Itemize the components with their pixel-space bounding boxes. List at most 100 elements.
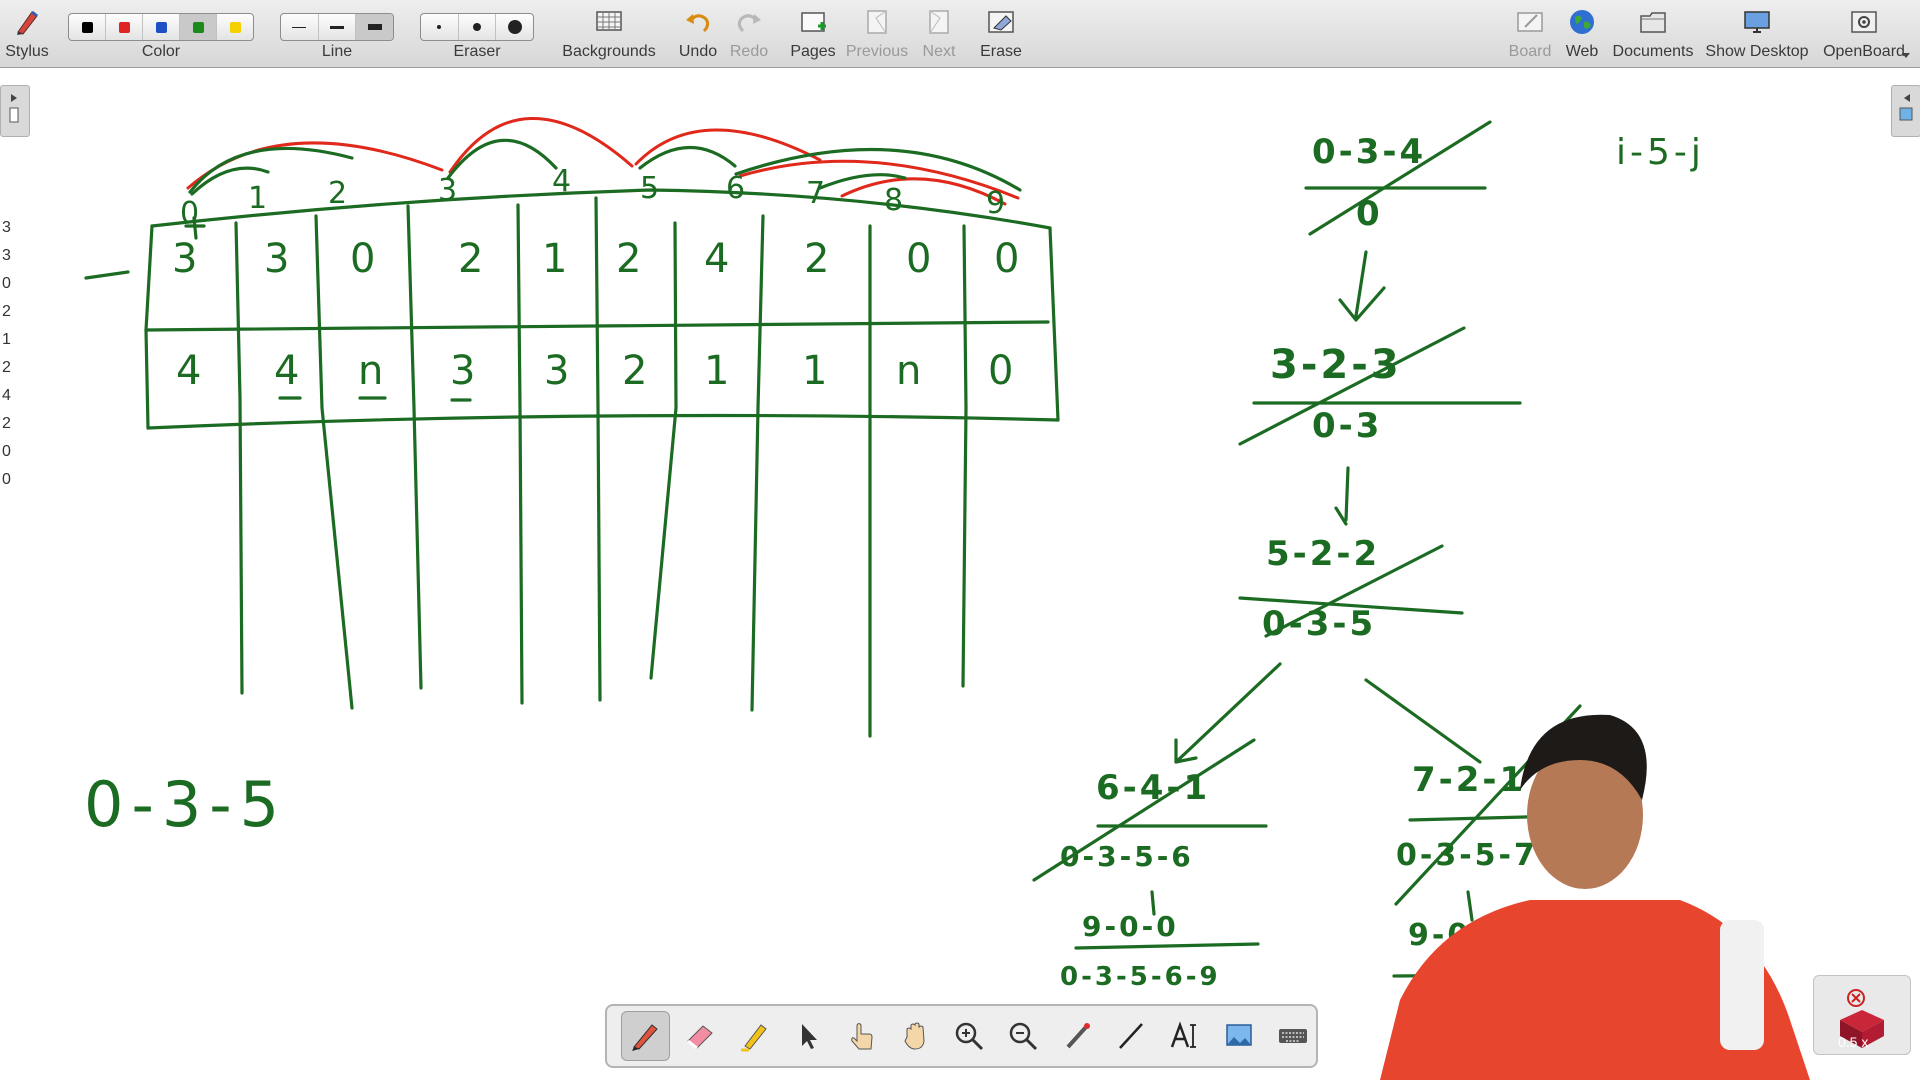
index-label: 2 — [328, 176, 348, 211]
previous-button[interactable]: Previous — [844, 0, 910, 66]
zoom-in-button[interactable] — [946, 1012, 993, 1060]
library-toggle-icon — [9, 94, 19, 123]
chevron-down-icon — [1902, 53, 1910, 58]
color-green[interactable] — [180, 14, 217, 40]
eraser-group: Eraser — [420, 0, 534, 66]
line-medium[interactable] — [319, 14, 357, 40]
line-width-picker[interactable] — [280, 13, 394, 41]
array-cell: 1 — [704, 348, 730, 394]
marker-tool-button[interactable] — [731, 1012, 778, 1060]
web-button[interactable]: Web — [1560, 0, 1604, 66]
line-thick[interactable] — [356, 14, 393, 40]
side-value: 3 — [2, 247, 11, 264]
swatch-4 — [229, 21, 241, 33]
eraser-large[interactable] — [496, 14, 533, 40]
jump-arc-red — [448, 117, 634, 174]
tree-edge — [1150, 890, 1156, 916]
presenter-webcam — [1380, 714, 1810, 1080]
ink-strokes — [84, 117, 1582, 978]
table-right-edge — [1048, 226, 1060, 422]
color-yellow[interactable] — [217, 14, 253, 40]
left-library-handle[interactable] — [0, 85, 30, 137]
undo-button[interactable]: Undo — [675, 0, 721, 66]
color-blue[interactable] — [143, 14, 180, 40]
recording-badge[interactable]: 0.5 x — [1813, 975, 1911, 1055]
pages-icon — [801, 12, 826, 32]
swatch-0 — [81, 21, 93, 33]
line-label: Line — [321, 43, 353, 60]
line-tool-button[interactable] — [1108, 1012, 1155, 1060]
text-tool-button[interactable] — [1161, 1012, 1208, 1060]
eraser-size-picker[interactable] — [420, 13, 534, 41]
path-note: 0-3-5 — [84, 768, 288, 841]
index-label: 5 — [640, 171, 660, 206]
color-red[interactable] — [106, 14, 143, 40]
laser-pointer-button[interactable] — [1054, 1012, 1101, 1060]
openboard-menu-button[interactable]: OpenBoard — [1818, 0, 1910, 66]
array-cell: 2 — [804, 236, 830, 282]
recorder-icon — [1840, 989, 1884, 1048]
pen-tool-button[interactable] — [621, 1011, 670, 1061]
openboard-label: OpenBoard — [1823, 43, 1905, 60]
zoom-out-button[interactable] — [1000, 1012, 1047, 1060]
backgrounds-label: Backgrounds — [562, 43, 656, 60]
tree-node-top: 3-2-3 — [1270, 342, 1402, 388]
eraser-medium[interactable] — [459, 14, 497, 40]
line-thin[interactable] — [281, 14, 319, 40]
eraser-small[interactable] — [421, 14, 459, 40]
text-icon — [1170, 1021, 1196, 1048]
next-button[interactable]: Next — [916, 0, 962, 66]
swatch-1 — [118, 21, 130, 33]
interact-tool-button[interactable] — [838, 1012, 885, 1060]
stylus-icon — [17, 10, 38, 35]
zoom-in-icon — [956, 1022, 984, 1051]
array-cell: 1 — [802, 348, 828, 394]
pages-button[interactable]: Pages — [788, 0, 838, 66]
line-icon — [1119, 1023, 1143, 1049]
jump-arc-green — [190, 166, 270, 196]
laser-pointer-icon — [1066, 1023, 1091, 1049]
selector-tool-button[interactable] — [785, 1012, 832, 1060]
board-button[interactable]: Board — [1505, 0, 1555, 66]
web-label: Web — [1565, 43, 1599, 60]
undo-icon — [686, 14, 710, 33]
redo-button[interactable]: Redo — [726, 0, 772, 66]
tree-edge — [1466, 890, 1474, 922]
show-desktop-label: Show Desktop — [1705, 43, 1809, 60]
erase-button[interactable]: Erase — [976, 0, 1026, 66]
strike — [1308, 120, 1492, 236]
side-value: 1 — [2, 331, 11, 348]
show-desktop-button[interactable]: Show Desktop — [1702, 0, 1812, 66]
pen-icon — [632, 1024, 659, 1051]
array-cell: 2 — [458, 236, 484, 282]
array-cell: 0 — [988, 348, 1014, 394]
array-cell: 0 — [350, 236, 376, 282]
col-divider — [961, 224, 968, 688]
redo-label: Redo — [729, 43, 769, 60]
table-bottom-edge — [146, 413, 1060, 430]
stylus-button[interactable]: Stylus — [2, 0, 52, 66]
color-picker[interactable] — [68, 13, 254, 41]
eraser-tool-button[interactable] — [677, 1012, 724, 1060]
backgrounds-button[interactable]: Backgrounds — [560, 0, 658, 66]
index-label: 7 — [806, 176, 826, 211]
erase-icon — [988, 11, 1014, 33]
side-value: 3 — [2, 219, 11, 236]
color-black[interactable] — [69, 14, 106, 40]
whiteboard-canvas[interactable]: 3 3 0 2 1 2 4 2 0 0 — [0, 68, 1920, 1080]
selector-icon — [801, 1024, 817, 1049]
index-label: 8 — [884, 183, 904, 218]
board-label: Board — [1508, 43, 1552, 60]
capture-tool-button[interactable] — [1215, 1012, 1262, 1060]
documents-button[interactable]: Documents — [1610, 0, 1696, 66]
keyboard-button[interactable] — [1269, 1012, 1316, 1060]
right-library-handle[interactable] — [1891, 85, 1920, 137]
col-divider — [314, 214, 354, 710]
index-label: 1 — [248, 181, 268, 216]
jump-arc-red — [634, 128, 822, 166]
col-divider — [649, 221, 678, 680]
array-cell: 0 — [994, 236, 1020, 282]
hand-tool-button[interactable] — [892, 1012, 939, 1060]
array-cell: 4 — [176, 348, 202, 394]
jump-arc-green — [818, 173, 907, 190]
